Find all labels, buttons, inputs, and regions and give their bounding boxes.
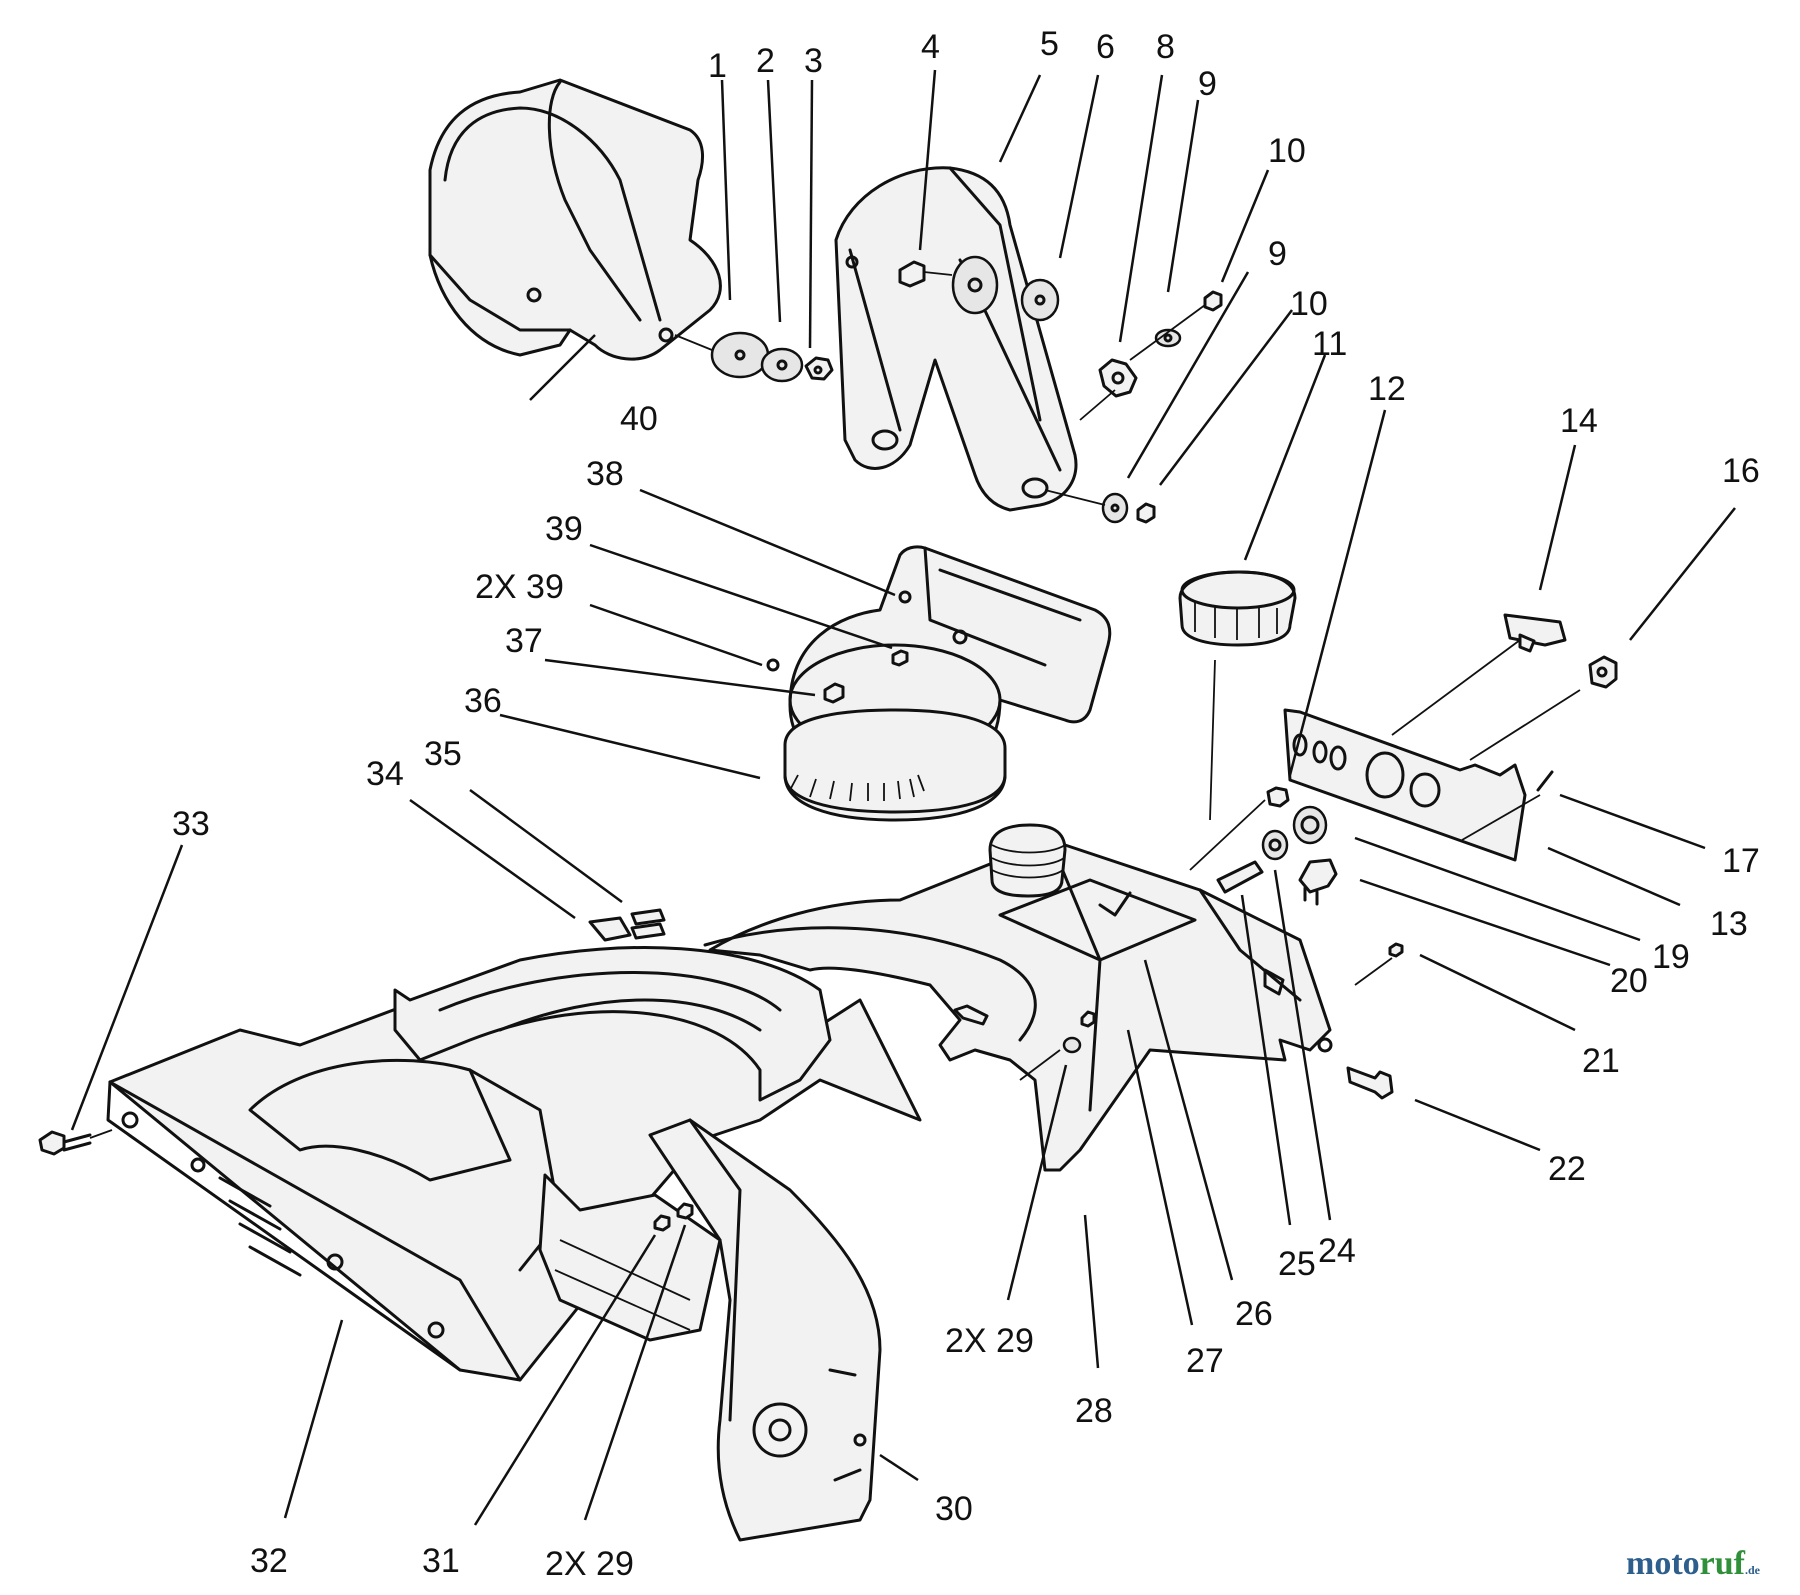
main-housing	[708, 838, 1333, 1172]
callout-11: 11	[1312, 325, 1347, 363]
callout-37: 37	[505, 622, 543, 660]
callout-9-lower: 9	[1268, 235, 1287, 273]
callout-34: 34	[366, 755, 404, 793]
callout-6: 6	[1096, 28, 1115, 66]
filler-neck	[988, 823, 1067, 898]
detent-gear	[951, 255, 999, 315]
callout-13: 13	[1710, 905, 1748, 943]
side-plate	[648, 1118, 882, 1542]
callout-2x39: 2X 39	[475, 568, 564, 606]
chute-deflector	[428, 78, 722, 361]
callout-30: 30	[935, 1490, 973, 1528]
screw-17	[1461, 770, 1554, 841]
front-panel	[538, 1173, 722, 1342]
callout-26: 26	[1235, 1295, 1273, 1333]
sleeve-25	[1216, 860, 1264, 894]
callout-9: 9	[1198, 65, 1217, 103]
screw-21	[1354, 942, 1404, 986]
primer-bulb	[1391, 613, 1567, 736]
screw-27	[1080, 1010, 1096, 1028]
ignition-key	[1469, 655, 1618, 761]
callout-38: 39	[545, 510, 583, 548]
callout-19: 19	[1652, 938, 1690, 976]
callout-21: 21	[1582, 1042, 1620, 1080]
knob-8	[1098, 358, 1138, 398]
bushing-24	[1261, 829, 1289, 861]
bolt-4	[898, 260, 953, 288]
washer-29-left	[676, 1202, 694, 1220]
brand-part-2: ruf	[1699, 1545, 1745, 1582]
callout-10-lower: 10	[1290, 285, 1328, 323]
callout-25: 25	[1278, 1245, 1316, 1283]
washer-29-right	[1019, 1036, 1082, 1081]
callout-14: 14	[1560, 402, 1598, 440]
callout-2: 2	[756, 42, 775, 80]
chute-bracket	[834, 166, 1078, 512]
bolt-plate	[588, 908, 666, 942]
nut-10-upper	[1203, 290, 1223, 312]
fuel-cap	[1178, 570, 1297, 821]
callout-36: 36	[464, 682, 502, 720]
callout-24: 24	[1318, 1232, 1356, 1270]
callout-35: 35	[424, 735, 462, 773]
bolt-33	[38, 1129, 113, 1156]
callout-2x29-left: 2X 29	[545, 1545, 634, 1583]
callout-12: 12	[1368, 370, 1406, 408]
chute-fasteners	[766, 590, 968, 704]
callout-17: 17	[1722, 842, 1760, 880]
callout-28: 28	[1075, 1392, 1113, 1430]
callout-33: 33	[172, 805, 210, 843]
callout-32: 32	[250, 1542, 288, 1580]
push-button	[1266, 786, 1290, 808]
chute-base	[783, 545, 1112, 822]
callout-20: 20	[1610, 962, 1648, 1000]
callout-5: 5	[1040, 25, 1059, 63]
nut-10-lower	[1136, 502, 1156, 524]
washer-9-upper	[1154, 328, 1182, 348]
choke-knob	[1292, 805, 1328, 845]
callout-1: 1	[708, 47, 727, 85]
callout-10: 10	[1268, 132, 1306, 170]
control-panel	[1283, 708, 1527, 862]
brand-watermark: motoruf.de	[1626, 1545, 1760, 1583]
chute-control-rod	[703, 926, 1037, 1042]
washer-6	[1020, 278, 1060, 322]
bolt-22	[1346, 1066, 1394, 1100]
impeller-scroll	[393, 946, 832, 1102]
washer-9-lower	[1101, 492, 1129, 524]
switch-20	[1298, 858, 1338, 906]
brand-part-1: moto	[1626, 1545, 1700, 1582]
callout-4: 4	[921, 28, 940, 66]
nut-31	[653, 1214, 671, 1232]
callout-40: 40	[620, 400, 658, 438]
brand-tld: .de	[1745, 1563, 1760, 1577]
callout-8: 8	[1156, 28, 1175, 66]
callout-labels: 40 1 2 3 4 5 6 8 9 10 9 10 11 12 14 16 1…	[172, 25, 1760, 1583]
callout-27: 27	[1186, 1342, 1224, 1380]
callout-16: 16	[1722, 452, 1760, 490]
leader-lines	[70, 69, 1736, 1526]
washer-set-1-2-3	[674, 331, 834, 383]
callout-22: 22	[1548, 1150, 1586, 1188]
callout-2x29-right: 2X 29	[945, 1322, 1034, 1360]
callout-31: 31	[422, 1542, 460, 1580]
callout-3: 3	[804, 42, 823, 80]
callout-39: 38	[586, 455, 624, 493]
